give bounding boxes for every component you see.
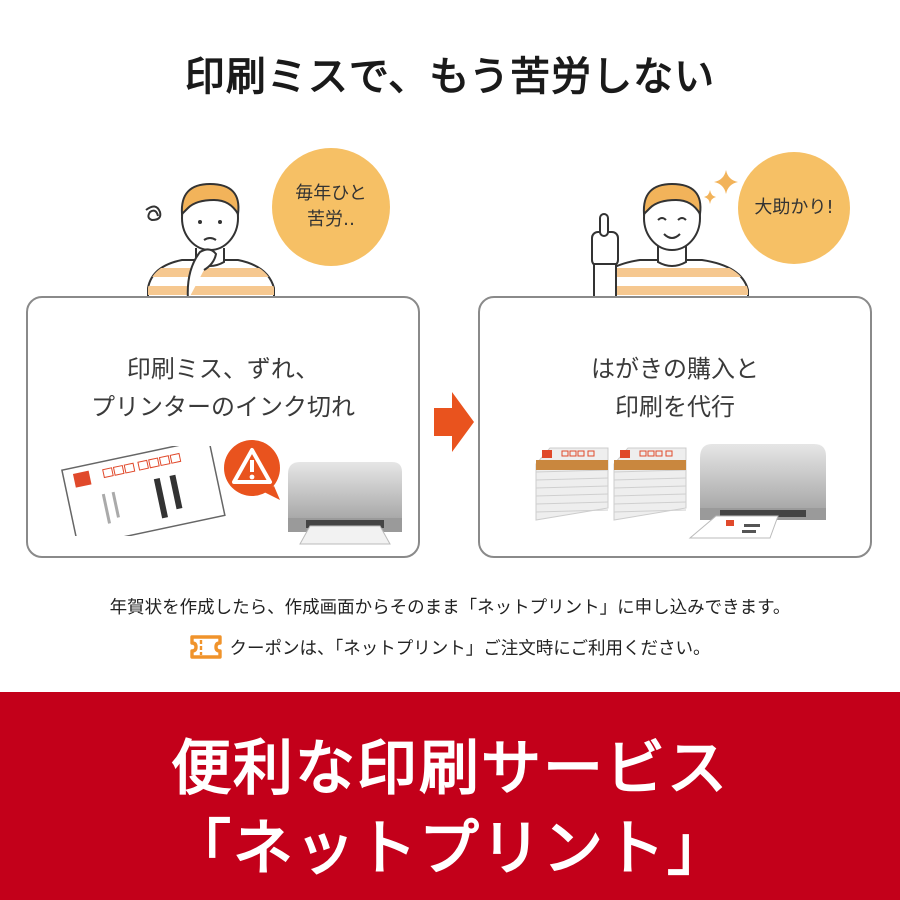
happy-bubble-text: 大助かり! [754,197,834,218]
happy-speech-bubble: 大助かり! [738,152,850,264]
headline: 印刷ミスで、もう苦労しない [184,54,716,100]
notice-line2: クーポンは、「ネットプリント」ご注文時にご利用ください。 [229,638,711,659]
solution-text: はがきの購入と 印刷を代行 [480,350,870,426]
problem-text-line2: プリンターのインク切れ [91,393,355,421]
solution-text-line2: 印刷を代行 [615,393,735,421]
worried-speech-bubble: 毎年ひと 苦労‥ [272,148,390,266]
printer-illustration [288,462,402,545]
banner-line2: 「ネットプリント」 [171,814,729,884]
notice-line2-row: クーポンは、「ネットプリント」ご注文時にご利用ください。 [0,634,900,660]
solution-text-line1: はがきの購入と [591,355,759,383]
postcard-stacks-illustration [535,447,687,521]
right-arrow-icon [434,392,474,452]
misprinted-postcard-illustration [61,446,226,536]
banner-line1: 便利な印刷サービス [171,734,729,804]
sparkle-icon [704,170,738,204]
solution-panel: はがきの購入と 印刷を代行 [478,296,872,558]
promo-banner: 便利な印刷サービス 「ネットプリント」 [0,692,900,900]
problem-text: 印刷ミス、ずれ、 プリンターのインク切れ [28,350,418,426]
warning-icon [224,440,280,500]
problem-text-line1: 印刷ミス、ずれ、 [126,355,320,383]
problem-panel: 印刷ミス、ずれ、 プリンターのインク切れ [26,296,420,558]
notice-line1: 年賀状を作成したら、作成画面からそのまま「ネットプリント」に申し込みできます。 [109,598,791,618]
worried-bubble-text: 毎年ひと 苦労‥ [295,183,367,230]
coupon-icon [189,635,222,659]
printer-with-postcard-illustration [688,444,826,539]
